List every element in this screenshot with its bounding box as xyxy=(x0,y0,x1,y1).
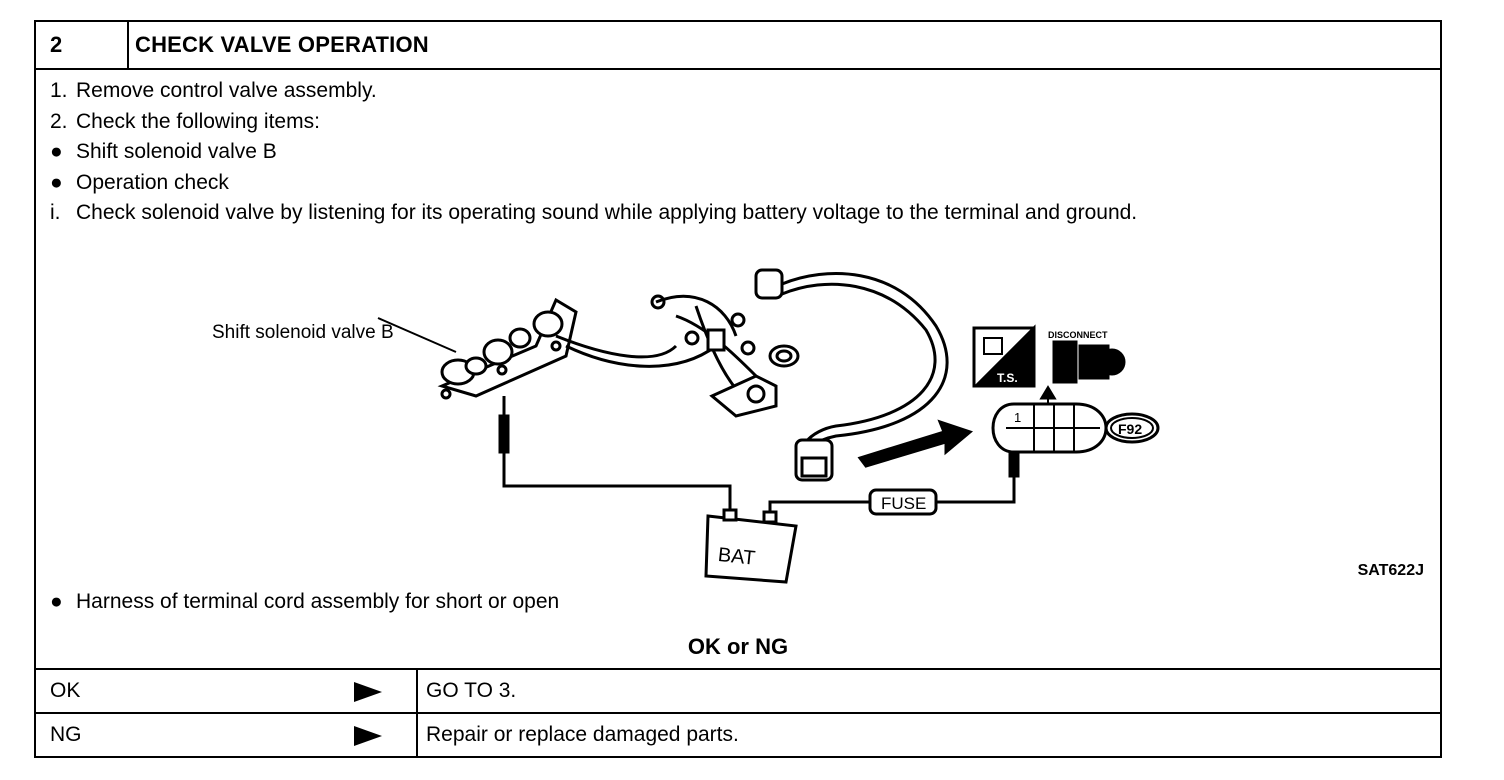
step-title: CHECK VALVE OPERATION xyxy=(135,32,429,57)
extra-check-item: ● Harness of terminal cord assembly for s… xyxy=(50,590,559,614)
battery-label: BAT xyxy=(717,544,757,570)
solenoid-test-diagram: Shift solenoid valve B T.S. DISCONNECT F… xyxy=(212,268,1160,584)
instruction-text: Operation check xyxy=(76,170,229,194)
instruction-item: ● Shift solenoid valve B xyxy=(50,137,1137,168)
result-row-ok: OK GO TO 3. xyxy=(36,670,1440,714)
right-arrow-icon xyxy=(354,726,382,746)
terminal-number: 1 xyxy=(1014,410,1021,425)
instruction-marker: i. xyxy=(50,201,61,224)
figure-code: SAT622J xyxy=(1357,562,1424,579)
connector-code: F92 xyxy=(1118,421,1142,437)
column-divider xyxy=(416,670,418,712)
result-label: OK xyxy=(50,679,81,702)
instruction-item: i. Check solenoid valve by listening for … xyxy=(50,198,1137,229)
instruction-marker: 2. xyxy=(50,109,68,133)
direction-arrow xyxy=(857,419,974,468)
callout-leader xyxy=(377,317,457,353)
instruction-item: 1. Remove control valve assembly. xyxy=(50,76,1137,107)
instruction-marker: ● xyxy=(50,140,63,163)
callout-label: Shift solenoid valve B xyxy=(212,322,394,343)
disconnect-symbol xyxy=(1052,340,1078,384)
instruction-marker: ● xyxy=(50,170,63,194)
ts-label: T.S. xyxy=(997,371,1018,385)
result-row-ng: NG Repair or replace damaged parts. xyxy=(36,714,1440,758)
disconnect-label: DISCONNECT xyxy=(1048,330,1108,340)
instruction-text: Remove control valve assembly. xyxy=(76,79,377,102)
instruction-marker: 1. xyxy=(50,79,68,102)
result-action: GO TO 3. xyxy=(426,679,517,702)
instruction-text: Harness of terminal cord assembly for sh… xyxy=(76,590,560,613)
column-divider xyxy=(416,714,418,758)
instruction-text: Check the following items: xyxy=(76,109,320,133)
result-label: NG xyxy=(50,723,82,746)
inspection-sheet: 2 CHECK VALVE OPERATION 1. Remove control… xyxy=(34,20,1442,758)
instruction-item: 2. Check the following items: xyxy=(50,107,1137,138)
instruction-list: 1. Remove control valve assembly. 2. Check… xyxy=(50,76,1137,229)
instruction-text: Check solenoid valve by listening for it… xyxy=(76,201,1138,224)
step-header: 2 CHECK VALVE OPERATION xyxy=(36,22,1440,70)
result-action: Repair or replace damaged parts. xyxy=(426,723,739,746)
result-heading: OK or NG xyxy=(687,634,789,659)
step-number: 2 xyxy=(36,22,129,68)
instruction-text: Shift solenoid valve B xyxy=(76,140,277,163)
instruction-marker: ● xyxy=(50,590,63,613)
fuse-label: FUSE xyxy=(881,494,926,513)
right-arrow-icon xyxy=(354,682,382,702)
result-heading-row: OK or NG xyxy=(36,622,1440,670)
instruction-item: ● Operation check xyxy=(50,168,1137,199)
